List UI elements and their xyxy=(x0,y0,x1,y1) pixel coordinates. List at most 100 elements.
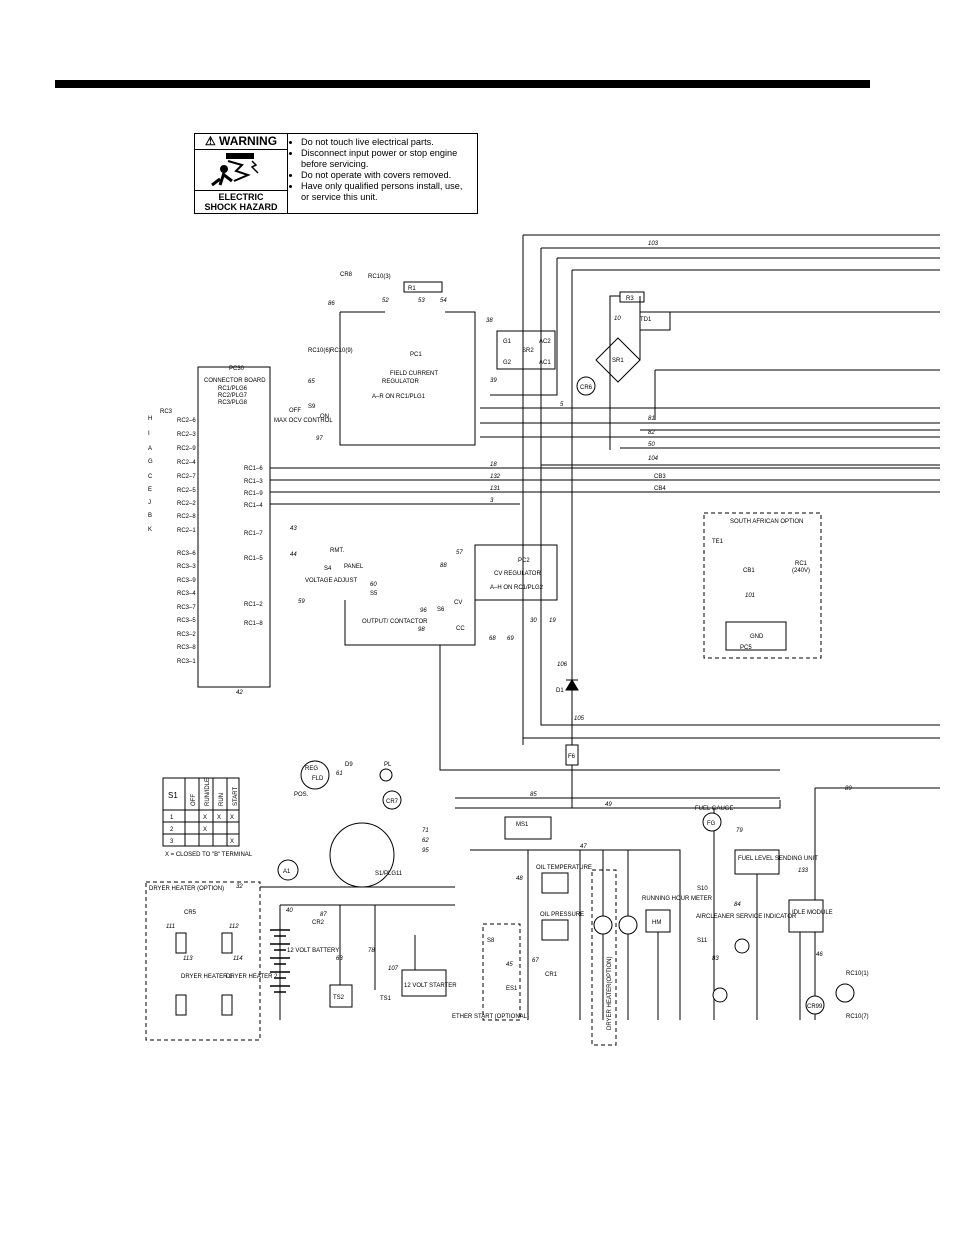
on-label: ON xyxy=(320,414,329,420)
sr2-label: SR2 xyxy=(522,348,534,354)
s1-table-note: X = CLOSED TO "B" TERMINAL xyxy=(165,852,253,858)
wire-number: 82 xyxy=(648,430,655,436)
wire-number: 113 xyxy=(183,956,193,962)
r1-label: R1 xyxy=(408,286,416,292)
rc3-pin-i: I xyxy=(148,431,150,437)
s11-label: S11 xyxy=(697,938,708,944)
wire-number: 68 xyxy=(489,636,496,642)
wire-number: 67 xyxy=(532,958,539,964)
wire-number: 38 xyxy=(486,318,493,324)
cb4-label: CB4 xyxy=(654,486,666,492)
wire-number: 30 xyxy=(530,618,537,624)
cr7-label: CR7 xyxy=(386,799,399,805)
wire-number: 105 xyxy=(574,716,585,722)
ts2-label: TS2 xyxy=(333,995,345,1001)
wire-number: 53 xyxy=(418,298,425,304)
aircleaner-label: AIRCLEANER SERVICE INDICATOR xyxy=(696,914,797,920)
ms1-label: MS1 xyxy=(516,822,529,828)
rc3-label: RC3–1 xyxy=(177,659,196,665)
rc1-label: RC1–5 xyxy=(244,556,263,562)
shock-hazard-icon xyxy=(195,150,287,190)
wire-number: 86 xyxy=(328,301,335,307)
diagram-labels: PC1 FIELD CURRENT REGULATOR A–R ON RC1/P… xyxy=(148,241,869,1020)
wire-number: 106 xyxy=(557,662,568,668)
oil-pressure-label: OIL PRESSURE xyxy=(540,912,584,918)
wire-number: 132 xyxy=(490,474,501,480)
wire-number: 40 xyxy=(286,908,293,914)
wire-number: 89 xyxy=(845,786,852,792)
rc3-label: RC3–6 xyxy=(177,551,196,557)
rc10-7-label: RC10(7) xyxy=(846,1014,869,1020)
rc2-label: RC2–9 xyxy=(177,446,196,452)
rc2-label: RC2–1 xyxy=(177,528,196,534)
dryer-heater-option-vertical-label: DRYER HEATER(OPTION) xyxy=(607,957,613,1030)
rc2-label: RC2–2 xyxy=(177,501,196,507)
cr2-label: CR2 xyxy=(312,920,325,926)
wire-number: 62 xyxy=(422,838,429,844)
cc-label: CC xyxy=(456,626,465,632)
rc2-label: RC2–8 xyxy=(177,514,196,520)
rc3-label: RC3–3 xyxy=(177,564,196,570)
s1-row-num: 3 xyxy=(170,839,174,845)
sr1-label: SR1 xyxy=(612,358,624,364)
s1-col-run: RUN xyxy=(219,793,225,806)
s9-label: S9 xyxy=(308,404,316,410)
rc3-pin-j: J xyxy=(148,500,151,506)
warning-instructions: Do not touch live electrical parts. Disc… xyxy=(288,134,477,213)
rc3-label: RC3–4 xyxy=(177,591,196,597)
wire-number: 65 xyxy=(308,379,315,385)
rc2-label: RC2–5 xyxy=(177,488,196,494)
header-rule xyxy=(55,80,870,88)
hm-label: HM xyxy=(652,920,661,926)
d1-label: D1 xyxy=(556,688,564,694)
ts1-label: TS1 xyxy=(380,996,392,1002)
s6-label: S6 xyxy=(437,607,445,613)
rc3-pin-g: G xyxy=(148,459,153,465)
dryer-heater-2-label: DRYER HEATER 2 xyxy=(226,974,278,980)
sa-rc1: RC1 xyxy=(795,561,808,567)
s1-col-start: START xyxy=(233,787,239,806)
wire-number: 112 xyxy=(229,924,239,930)
sr2-g2: G2 xyxy=(503,360,512,366)
pc2-label-0: PC2 xyxy=(518,558,530,564)
s8-label: S8 xyxy=(487,938,495,944)
sr2-ac2: AC2 xyxy=(539,339,551,345)
s1-row-num: 1 xyxy=(170,815,174,821)
wire-number: 101 xyxy=(745,593,755,599)
pc1-label-0: PC1 xyxy=(410,352,422,358)
wire-number: 95 xyxy=(422,848,429,854)
max-ocv-label: MAX OCV CONTROL xyxy=(274,418,333,424)
rmt-label: RMT. xyxy=(330,548,344,554)
cr6-label: CR6 xyxy=(580,385,593,391)
d1-diode xyxy=(565,679,579,691)
rc2-label: RC2–7 xyxy=(177,474,196,480)
device-symbols xyxy=(277,376,855,1015)
oil-temp-label: OIL TEMPERATURE xyxy=(536,865,592,871)
pc30-label-4: RC3/PLG8 xyxy=(218,400,248,406)
pc1-label-3: A–R ON RC1/PLG1 xyxy=(372,394,426,400)
s1-cell: X xyxy=(230,839,234,845)
wire-number: 3 xyxy=(490,498,494,504)
rc10-6-label: RC10(6) xyxy=(308,348,331,354)
output-contactor-label: OUTPUT/ CONTACTOR xyxy=(362,619,428,625)
rc3-pin-c: C xyxy=(148,474,153,480)
wire-number: 48 xyxy=(516,876,523,882)
s10-label: S10 xyxy=(697,886,708,892)
pc2-label-1: CV REGULATOR xyxy=(494,571,541,577)
s1-cell: X xyxy=(203,827,207,833)
wire-number: 79 xyxy=(736,828,743,834)
wire-number: 39 xyxy=(490,378,497,384)
cv-label: CV xyxy=(454,600,462,606)
wire-number: 131 xyxy=(490,486,500,492)
sa-te1: TE1 xyxy=(712,539,724,545)
wire-number: 84 xyxy=(734,902,741,908)
dryer-heater-option-label: DRYER HEATER (OPTION) xyxy=(149,886,224,892)
rc1-label: RC1–4 xyxy=(244,503,263,509)
rc3-pin-h: H xyxy=(148,416,152,422)
pos-label: POS. xyxy=(294,792,309,798)
pc2-label-2: A–H ON RC1/PLG2 xyxy=(490,585,544,591)
rc3-label: RC3–2 xyxy=(177,632,196,638)
cr5-label: CR5 xyxy=(184,910,197,916)
rc10-1-label: RC10(1) xyxy=(846,971,869,977)
s1-col-off: OFF xyxy=(191,794,197,806)
